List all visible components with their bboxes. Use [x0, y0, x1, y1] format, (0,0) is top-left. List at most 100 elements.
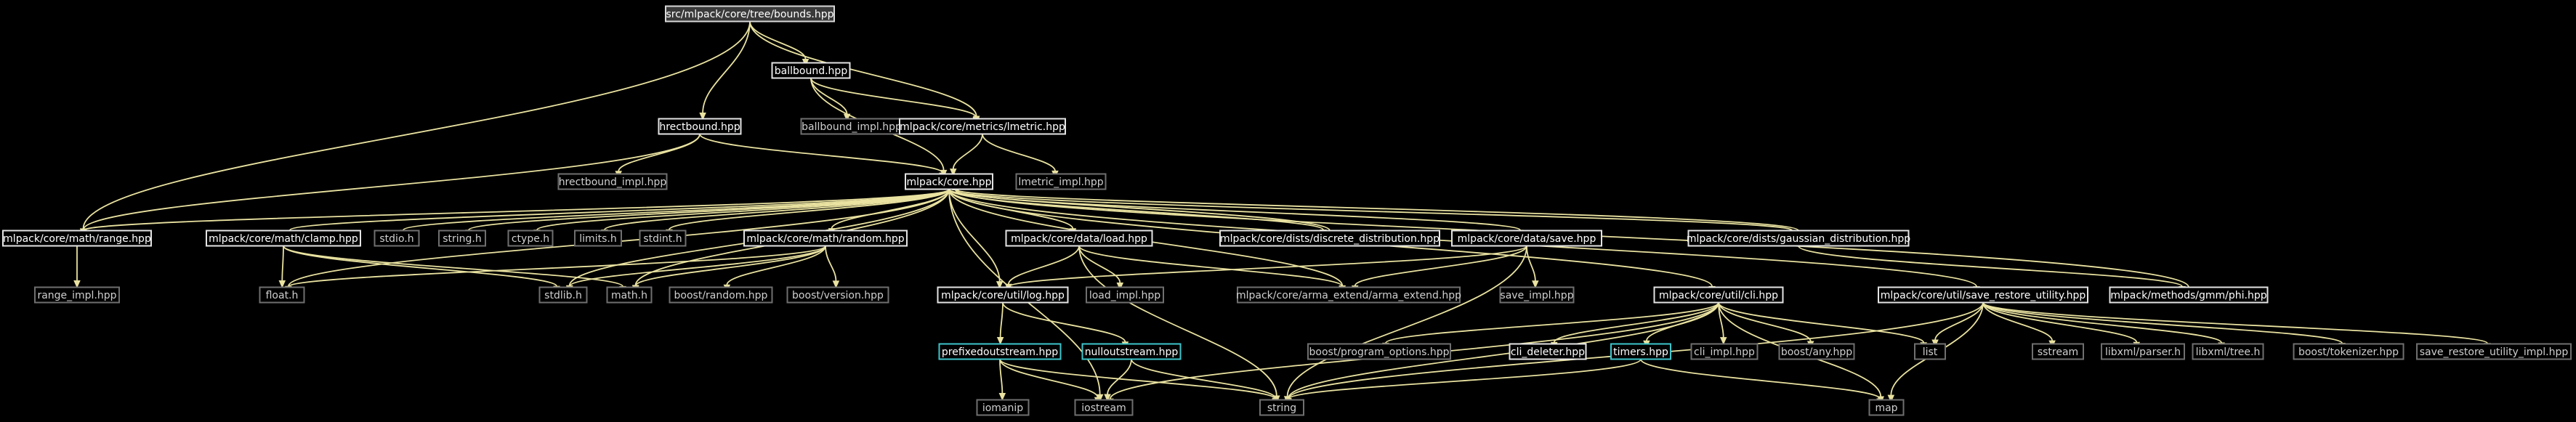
node-box — [2109, 286, 2269, 304]
node-cli-deleter[interactable]: cli_deleter.hpp — [1509, 343, 1587, 360]
node-label: stdio.h — [379, 233, 413, 245]
node-sstream: sstream — [2032, 343, 2084, 360]
node-label: boost/tokenizer.hpp — [2298, 346, 2399, 358]
node-box — [1690, 343, 1759, 360]
node-box — [743, 230, 908, 247]
node-box — [206, 230, 361, 247]
dependency-edge-random-to-stdlib — [566, 246, 826, 294]
node-box — [1307, 343, 1451, 360]
node-tokenizer: boost/tokenizer.hpp — [2293, 343, 2405, 360]
node-label: cli_impl.hpp — [1694, 346, 1755, 358]
node-clamp[interactable]: mlpack/core/math/clamp.hpp — [206, 230, 361, 247]
node-label: mlpack/core/util/save_restore_utility.hp… — [1881, 290, 2086, 301]
node-save[interactable]: mlpack/core/data/save.hpp — [1451, 230, 1602, 247]
dependency-edge-nullout-to-iostream — [1104, 359, 1132, 402]
node-phi[interactable]: mlpack/methods/gmm/phi.hpp — [2109, 286, 2269, 304]
node-label: string — [1267, 402, 1296, 414]
node-discrete[interactable]: mlpack/core/dists/discrete_distribution.… — [1219, 230, 1440, 247]
node-metric[interactable]: mlpack/core/metrics/lmetric.hpp — [899, 118, 1066, 135]
node-box — [1005, 230, 1153, 247]
node-root[interactable]: src/mlpack/core/tree/bounds.hpp — [665, 5, 835, 23]
node-lmetric-impl: lmetric_impl.hpp — [1015, 173, 1107, 190]
node-box — [1074, 399, 1134, 416]
node-range-impl: range_impl.hpp — [34, 286, 120, 304]
node-load[interactable]: mlpack/core/data/load.hpp — [1005, 230, 1153, 247]
node-stdlib: stdlib.h — [538, 286, 588, 304]
node-string: string — [1259, 399, 1304, 416]
node-math-h: math.h — [606, 286, 653, 304]
dependency-edge-cli-to-list — [1718, 302, 1927, 351]
node-save-impl: save_impl.hpp — [1499, 286, 1575, 304]
node-label: mlpack/core/util/cli.hpp — [1659, 290, 1778, 301]
node-box — [938, 343, 1062, 360]
node-label: mlpack/methods/gmm/phi.hpp — [2110, 290, 2266, 301]
node-box — [1868, 399, 1905, 416]
dependency-edge-ballbound-to-ballbound_impl — [810, 78, 851, 122]
node-label: hrectbound.hpp — [659, 121, 740, 133]
dependency-edge-hrectbound-to-hrectbound_impl — [615, 134, 700, 179]
dependency-edge-random-to-boost_random — [723, 246, 826, 293]
node-box — [1219, 230, 1440, 247]
node-label: sstream — [2038, 346, 2078, 358]
node-random[interactable]: mlpack/core/math/random.hpp — [743, 230, 908, 247]
node-box — [1687, 230, 1910, 247]
node-string-h: string.h — [438, 230, 486, 247]
node-box — [2293, 343, 2405, 360]
node-label: ballbound_impl.hpp — [802, 121, 902, 133]
node-box — [538, 286, 588, 304]
node-hrectbound[interactable]: hrectbound.hpp — [658, 118, 742, 135]
node-box — [2032, 343, 2084, 360]
node-box — [1509, 343, 1587, 360]
dependency-edge-log-to-nullout — [1002, 302, 1129, 349]
node-box — [2416, 343, 2572, 360]
dependency-edge-sru-to-tokenizer — [1982, 301, 2346, 351]
node-log[interactable]: mlpack/core/util/log.hpp — [937, 286, 1069, 304]
node-label: iomanip — [982, 402, 1023, 414]
node-label: stdlib.h — [544, 290, 582, 301]
node-label: list — [1923, 346, 1938, 358]
node-label: prefixedoutstream.hpp — [942, 346, 1058, 358]
node-box — [2192, 343, 2264, 360]
node-timers[interactable]: timers.hpp — [1610, 343, 1671, 360]
node-nullout[interactable]: nulloutstream.hpp — [1081, 343, 1182, 360]
node-cli[interactable]: mlpack/core/util/cli.hpp — [1653, 286, 1784, 304]
node-cli-impl: cli_impl.hpp — [1690, 343, 1759, 360]
node-po: boost/program_options.hpp — [1307, 343, 1451, 360]
node-box — [658, 118, 742, 135]
dependency-edge-cli-to-po — [1382, 301, 1719, 351]
node-sru[interactable]: mlpack/core/util/save_restore_utility.hp… — [1878, 286, 2088, 304]
node-iomanip: iomanip — [976, 399, 1030, 416]
node-box — [2, 230, 152, 247]
dependency-edge-cli-to-cli_deleter — [1550, 302, 1719, 350]
node-label: mlpack/core/data/save.hpp — [1458, 233, 1596, 245]
node-label: ballbound.hpp — [775, 65, 848, 77]
node-prefixed[interactable]: prefixedoutstream.hpp — [938, 343, 1062, 360]
dependency-edge-save-to-save_impl — [1526, 246, 1539, 288]
node-label: mlpack/core/data/load.hpp — [1011, 233, 1147, 245]
node-libxml-parser: libxml/parser.h — [2101, 343, 2185, 360]
node-iostream: iostream — [1074, 399, 1134, 416]
node-stdio: stdio.h — [374, 230, 420, 247]
node-ballbound[interactable]: ballbound.hpp — [771, 62, 851, 79]
node-label: mlpack/core/util/log.hpp — [941, 290, 1065, 301]
dependency-edge-metric-to-core — [950, 134, 983, 176]
node-range[interactable]: mlpack/core/math/range.hpp — [2, 230, 152, 247]
dependency-edge-root-to-ballbound — [749, 21, 809, 67]
node-box — [976, 399, 1030, 416]
node-core[interactable]: mlpack/core.hpp — [905, 173, 993, 190]
node-stdint: stdint.h — [639, 230, 687, 247]
node-boost-random: boost/random.hpp — [669, 286, 773, 304]
node-box — [937, 286, 1069, 304]
node-box — [34, 286, 120, 304]
node-sru-impl: save_restore_utility_impl.hpp — [2416, 343, 2572, 360]
node-label: save_impl.hpp — [1500, 290, 1573, 301]
node-box — [1086, 286, 1164, 304]
node-box — [574, 230, 622, 247]
dependency-edge-core-to-range — [80, 188, 950, 238]
node-label: lmetric_impl.hpp — [1018, 176, 1103, 188]
dependency-edge-cli-to-timers — [1643, 302, 1719, 349]
node-gaussian[interactable]: mlpack/core/dists/gaussian_distribution.… — [1687, 230, 1910, 247]
dependency-edge-load-to-load_impl — [1078, 246, 1124, 291]
node-label: boost/any.hpp — [1781, 346, 1852, 358]
